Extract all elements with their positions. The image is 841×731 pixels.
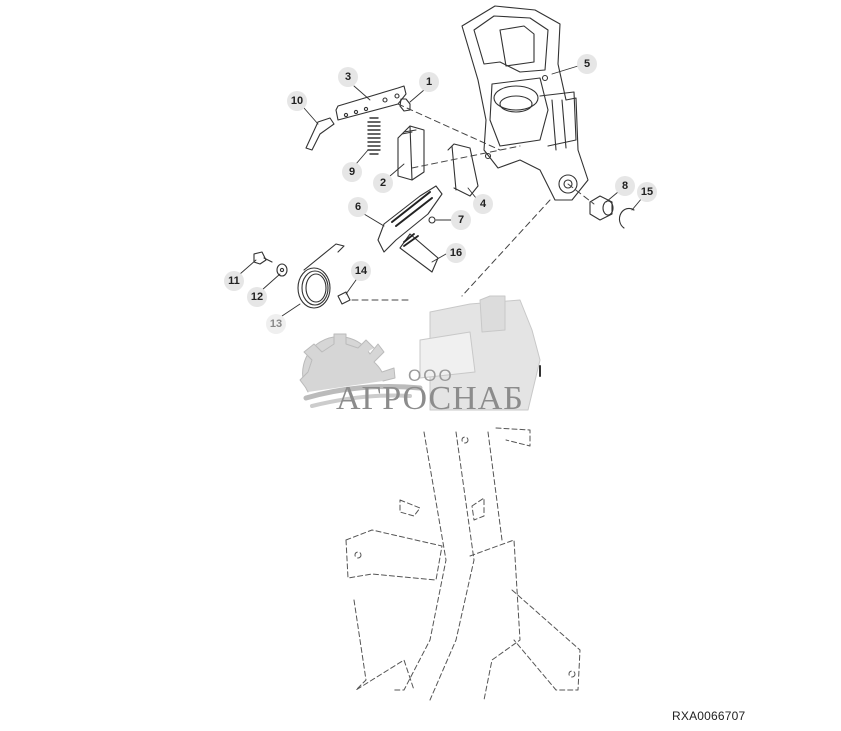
part-11-bolt — [253, 251, 273, 265]
watermark-company-name: АГРОСНАБ — [336, 380, 524, 417]
part-14-nut — [337, 291, 351, 305]
part-10-link — [305, 117, 335, 151]
part-7-screw — [428, 216, 436, 224]
watermark-gear-icon — [299, 333, 423, 408]
part-16-pad — [399, 233, 439, 273]
part-9-spring — [367, 117, 381, 155]
part-8-bushing — [589, 195, 614, 221]
callout-7: 7 — [451, 210, 471, 230]
callout-2: 2 — [373, 173, 393, 193]
callout-12: 12 — [247, 287, 267, 307]
part-12-washer — [276, 263, 288, 277]
callout-10: 10 — [287, 91, 307, 111]
watermark-prefix: ООО — [408, 366, 454, 385]
part-1-bolt — [399, 98, 411, 112]
part-15-retaining-clip — [618, 207, 635, 229]
part-6-pedal-arm — [377, 185, 443, 253]
part-4-u-bracket — [447, 143, 479, 197]
part-13-torsion-spring — [297, 243, 345, 309]
leader-lines — [239, 65, 643, 317]
callout-6: 6 — [348, 197, 368, 217]
callout-16: 16 — [446, 243, 466, 263]
callout-4: 4 — [473, 194, 493, 214]
part-5-pedal-bracket — [461, 5, 589, 201]
drawing-id: RXA0066707 — [672, 709, 746, 723]
frame-reference — [345, 427, 581, 701]
callout-1: 1 — [419, 72, 439, 92]
callout-5: 5 — [577, 54, 597, 74]
assembly-lines — [351, 103, 595, 301]
callout-3: 3 — [338, 67, 358, 87]
part-2-pad-block — [397, 125, 425, 181]
callout-9: 9 — [342, 162, 362, 182]
watermark-harvester-icon — [419, 295, 541, 411]
callout-14: 14 — [351, 261, 371, 281]
callout-13: 13 — [266, 314, 286, 334]
part-3-plate — [335, 85, 407, 121]
callout-15: 15 — [637, 182, 657, 202]
callout-11: 11 — [224, 271, 244, 291]
callout-8: 8 — [615, 176, 635, 196]
